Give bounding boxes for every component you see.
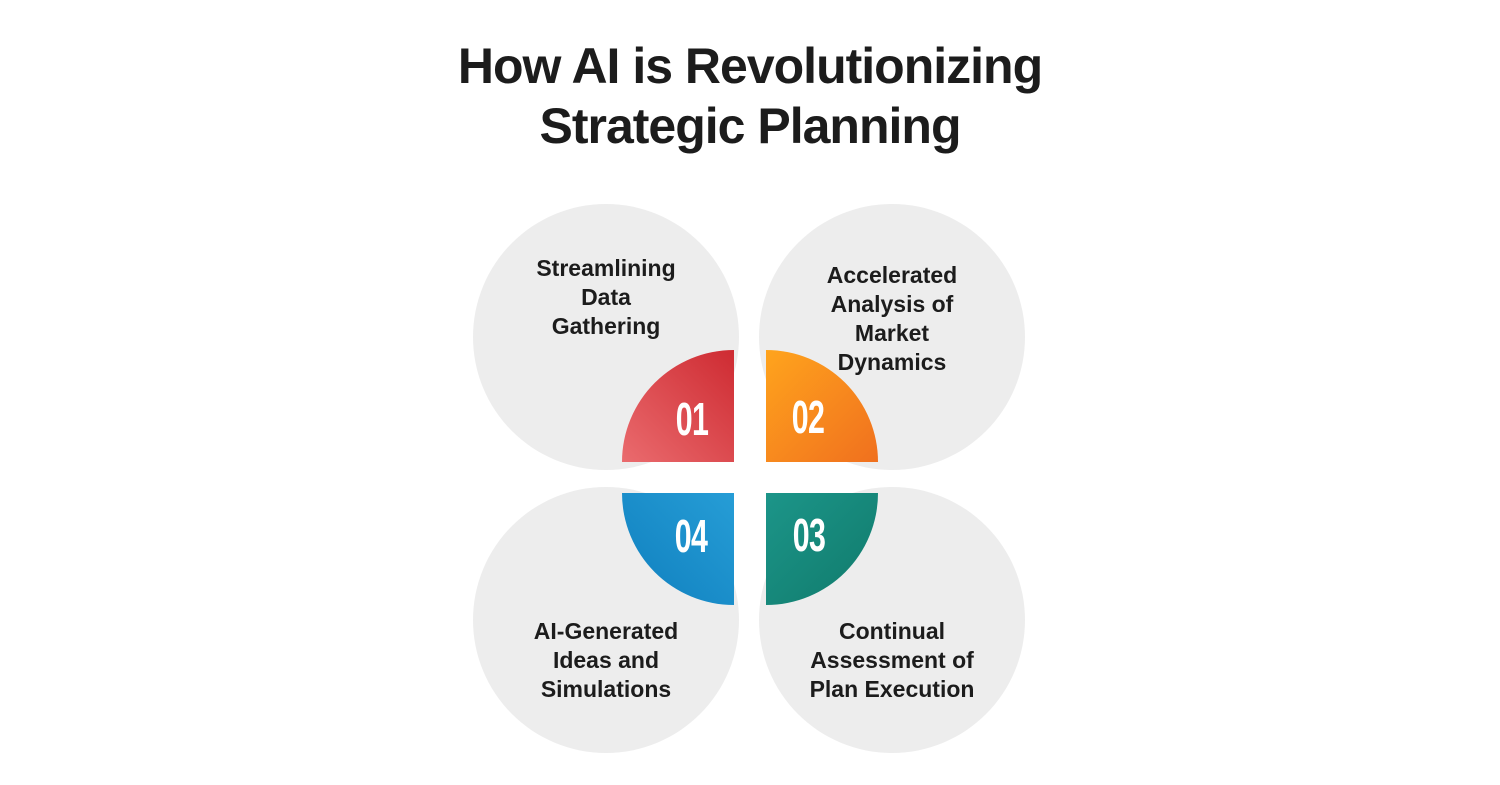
label-line: Market: [854, 320, 930, 346]
label-line: Accelerated: [826, 262, 958, 288]
label-line: Streamlining: [536, 255, 676, 281]
title-line-2: Strategic Planning: [539, 98, 962, 154]
label-line: Dynamics: [837, 349, 947, 375]
label-line: Data: [581, 284, 631, 310]
label-line: Plan Execution: [809, 676, 975, 702]
petal-label-ai-generated-ideas: AI-Generated Ideas and Simulations: [473, 617, 739, 704]
step-number-04: 04: [674, 510, 708, 562]
step-number-02: 02: [791, 391, 825, 443]
step-number-01: 01: [675, 393, 709, 445]
label-line: Ideas and: [552, 647, 660, 673]
wedge-step-03: 03: [766, 493, 878, 605]
label-line: AI-Generated: [533, 618, 679, 644]
step-number-03: 03: [792, 509, 826, 561]
label-line: Continual: [838, 618, 946, 644]
page-title: How AI is Revolutionizing Strategic Plan…: [0, 36, 1500, 156]
label-line: Analysis of: [830, 291, 954, 317]
petal-label-streamlining-data-gathering: Streamlining Data Gathering: [473, 254, 739, 341]
label-line: Simulations: [540, 676, 672, 702]
petal-label-accelerated-analysis: Accelerated Analysis of Market Dynamics: [759, 261, 1025, 377]
label-line: Gathering: [551, 313, 661, 339]
title-line-1: How AI is Revolutionizing: [457, 38, 1043, 94]
label-line: Assessment of: [810, 647, 974, 673]
petal-top-left: Streamlining Data Gathering: [473, 204, 739, 470]
petal-label-continual-assessment: Continual Assessment of Plan Execution: [759, 617, 1025, 704]
